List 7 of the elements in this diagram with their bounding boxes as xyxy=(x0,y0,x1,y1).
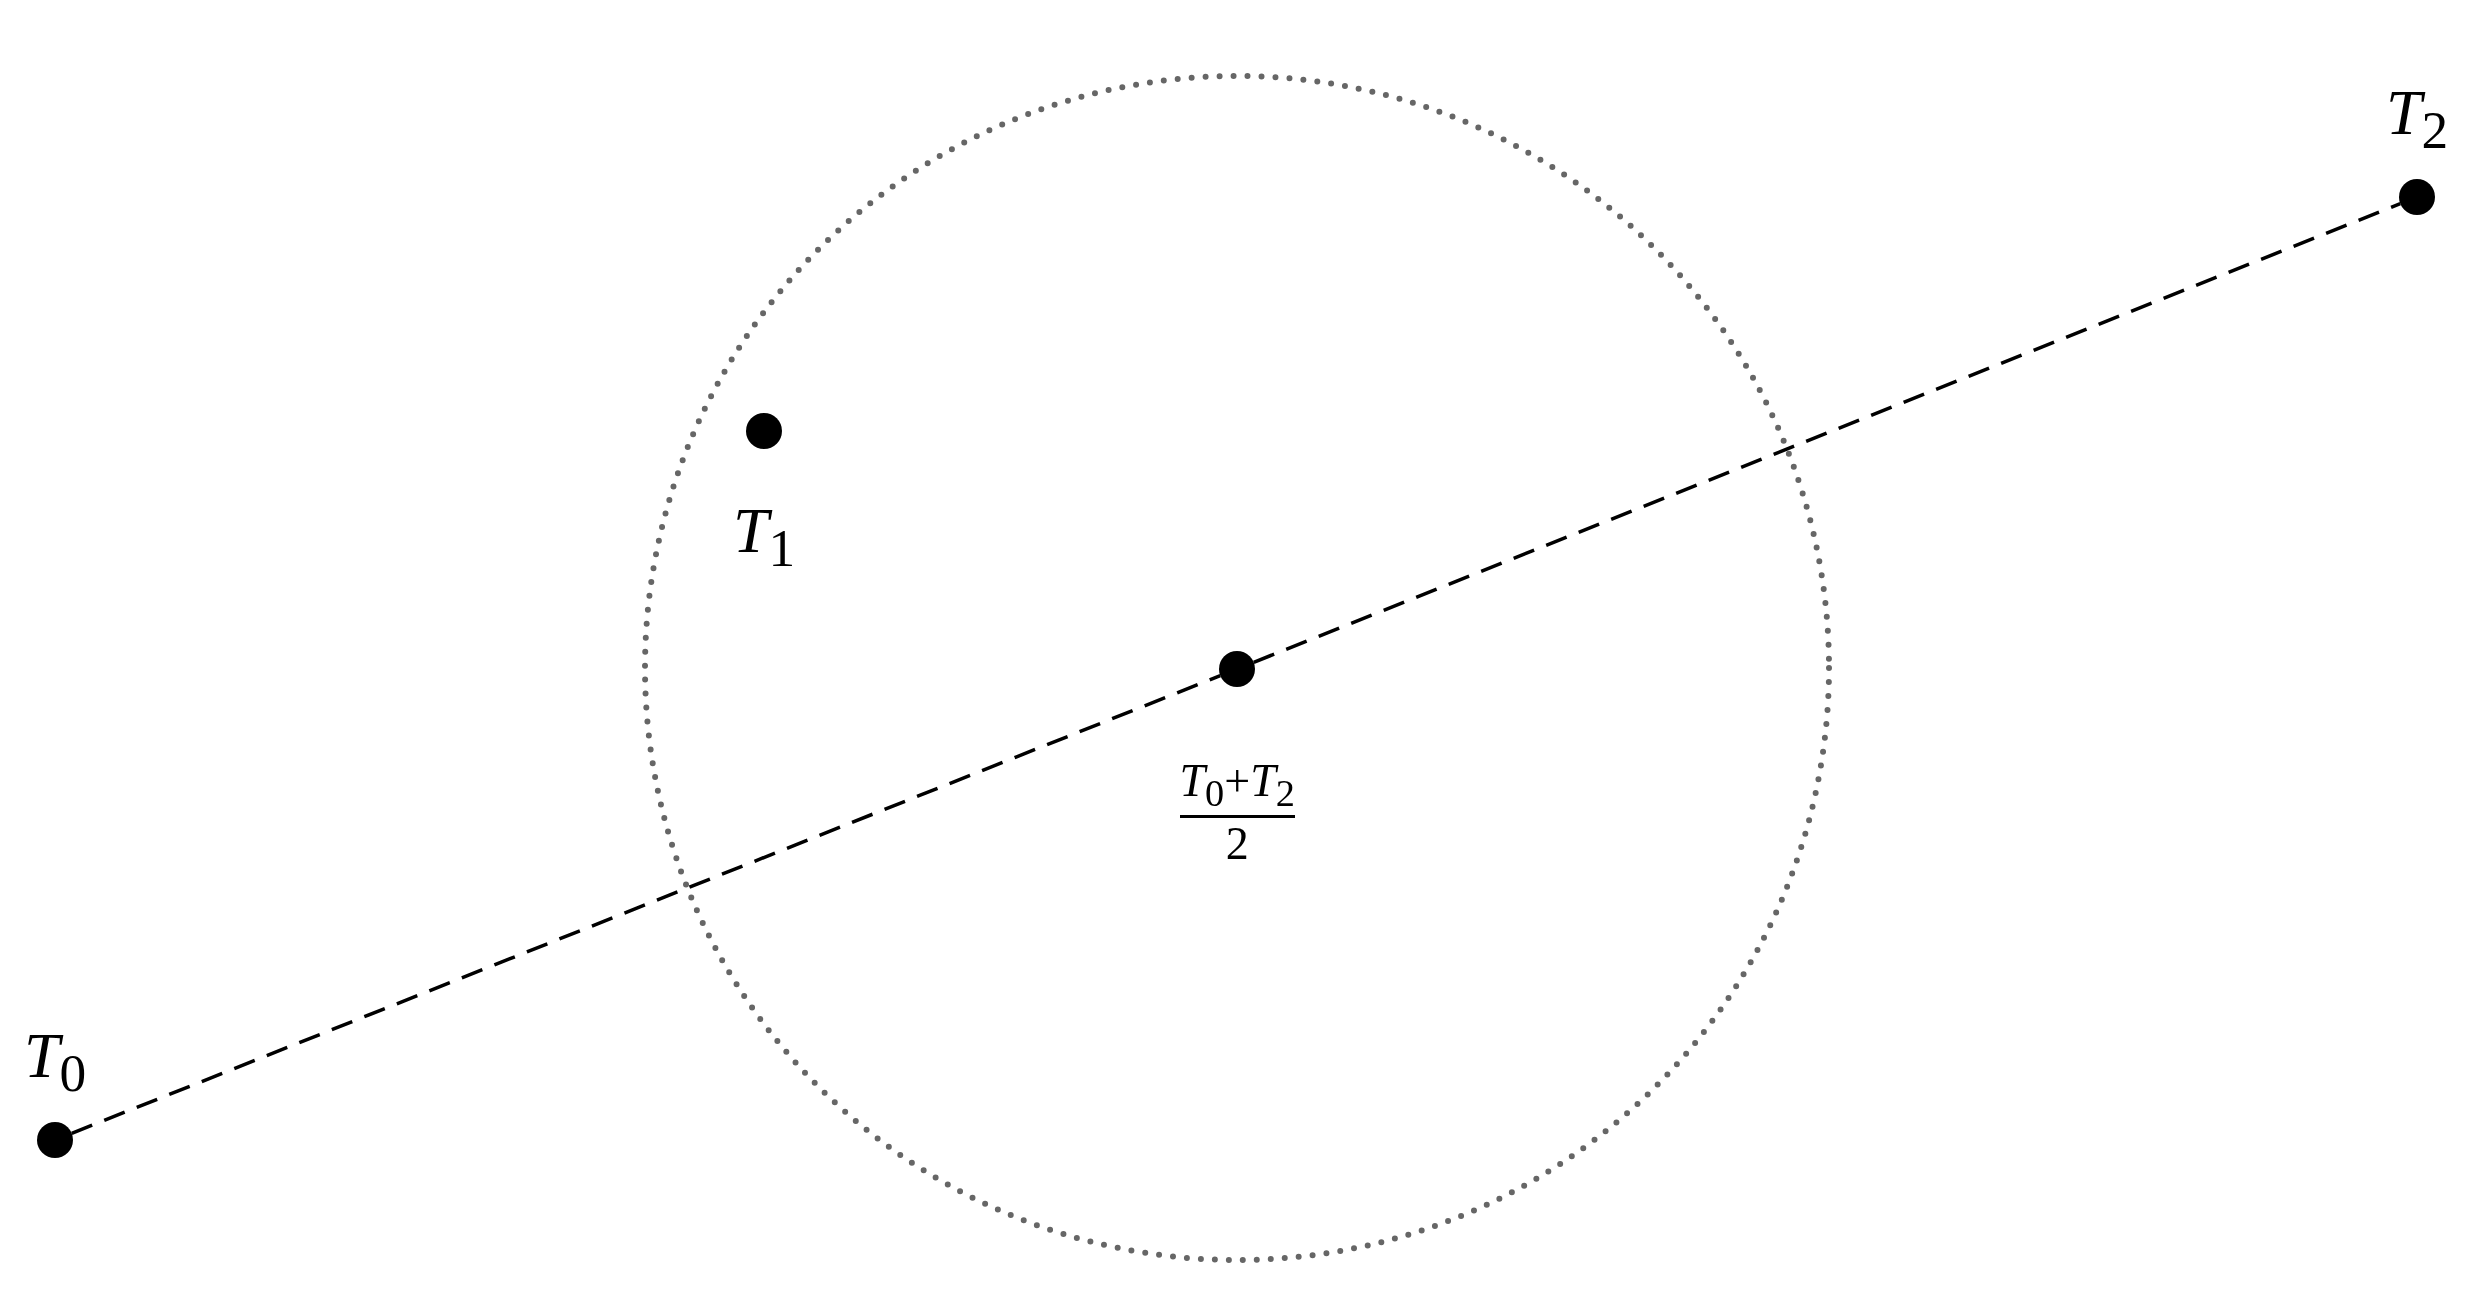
dashed-line xyxy=(1253,202,2401,664)
point-label: T$_{0}$ xyxy=(24,1024,87,1101)
point-label: T$_{2}$ xyxy=(2386,81,2449,158)
point-label: T$_{1}$ xyxy=(733,499,796,576)
fraction-denominator: 2 xyxy=(1225,820,1249,869)
fraction-numerator: T$_{0}$+T$_{2}$ xyxy=(1179,757,1295,814)
dashed-line xyxy=(71,674,1221,1135)
